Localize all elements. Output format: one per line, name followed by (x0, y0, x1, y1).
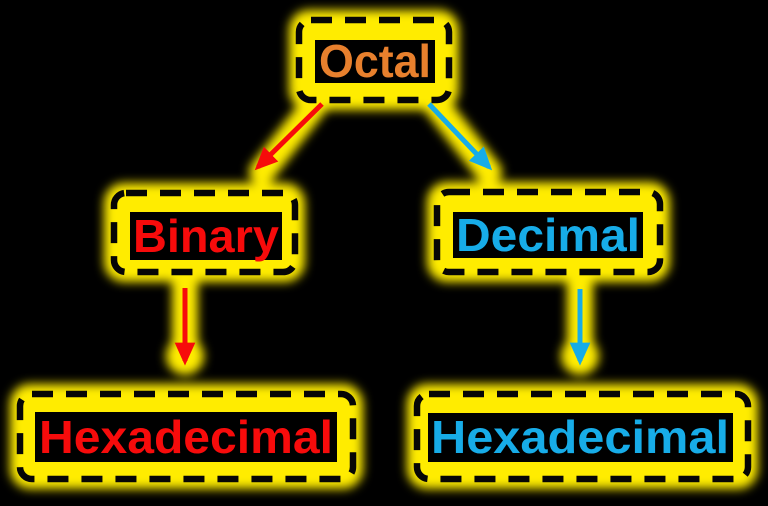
node-decimal-label-bg (453, 212, 643, 258)
arrow-octal-to-binary (254, 102, 324, 171)
node-binary-box (110, 189, 299, 276)
node-hexadecimal-right-box (413, 390, 752, 483)
node-hexadecimal-right-label: Hexadecimal (431, 411, 729, 463)
node-hexadecimal-left-label-bg (35, 412, 337, 462)
arrow-octal-to-decimal (427, 102, 493, 171)
node-decimal-box (433, 188, 664, 276)
node-octal-label-bg (315, 40, 435, 83)
node-binary-label: Binary (133, 210, 279, 262)
node-hexadecimal-left-box (16, 390, 357, 483)
node-octal-label: Octal (319, 35, 431, 87)
node-binary-label-bg (130, 212, 282, 260)
dashed-border-layer (16, 16, 752, 483)
node-octal-box (295, 16, 453, 104)
label-layer: Octal Binary Decimal Hexadecimal Hexadec… (39, 35, 729, 463)
arrow-layer (174, 102, 591, 366)
node-hexadecimal-right-label-bg (428, 413, 733, 462)
node-decimal-label: Decimal (456, 209, 640, 261)
label-highlight-layer (35, 40, 733, 462)
node-hexadecimal-left-label: Hexadecimal (39, 411, 333, 463)
